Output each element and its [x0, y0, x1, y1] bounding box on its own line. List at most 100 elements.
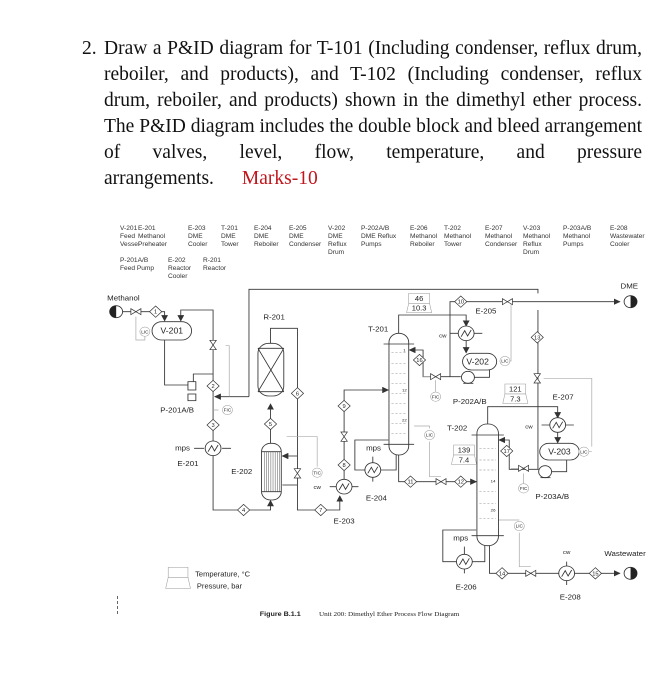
legend-description: Methanol — [563, 233, 591, 240]
e206-label: E-206 — [456, 583, 477, 592]
legend-description: Pumps — [563, 241, 584, 248]
e205-exchanger-icon — [457, 325, 475, 342]
stream-1-marker: 1 — [149, 305, 163, 318]
lic-instrument[interactable]: LIC — [424, 430, 435, 440]
e205-label: E-205 — [475, 307, 496, 316]
control-valve-icon[interactable] — [533, 373, 542, 384]
r201-label: R-201 — [263, 313, 284, 322]
control-valve-icon[interactable] — [209, 340, 217, 350]
control-valve-icon[interactable] — [435, 478, 447, 486]
lic-label: LIC — [501, 359, 509, 364]
e204-exchanger-icon — [364, 462, 382, 478]
legend-description: Drum — [523, 249, 540, 256]
control-valve-icon[interactable] — [518, 464, 529, 472]
temperature-value: 139 — [458, 446, 471, 455]
tray12-label: 12 — [402, 387, 407, 392]
legend-temperature: Temperature, °C — [195, 570, 250, 579]
pressure-value: 7.3 — [510, 395, 520, 404]
control-valve-icon[interactable] — [130, 308, 142, 316]
legend-description: DME — [188, 233, 203, 240]
stream-13-marker: 13 — [530, 331, 544, 344]
control-valve-icon[interactable] — [525, 569, 537, 577]
stream-3-marker: 3 — [206, 418, 220, 432]
dme-product-icon — [623, 295, 638, 309]
stream-number: 4 — [242, 508, 245, 514]
stream-8-marker: 8 — [337, 458, 351, 472]
cw-label: cw — [313, 485, 321, 491]
control-valve-icon[interactable] — [293, 468, 302, 479]
v203-label: V-203 — [548, 447, 571, 457]
legend-description: DME — [221, 233, 236, 240]
stream-number: 14 — [499, 571, 505, 577]
t202-column — [471, 423, 504, 547]
dme-label: DME — [621, 282, 639, 291]
lic-instrument[interactable]: LIC — [578, 446, 590, 457]
e207-exchanger-icon — [549, 417, 567, 433]
legend-description: Cooler — [610, 241, 630, 248]
stream-12-marker: 12 — [454, 475, 468, 488]
legend-tag: E-201 — [138, 225, 156, 232]
p203-pump — [538, 465, 553, 479]
question-body: Draw a P&ID diagram for T-101 (Including… — [104, 38, 642, 189]
p201-label: P-201A/B — [160, 406, 194, 415]
control-valve-icon[interactable] — [502, 298, 513, 306]
equipment — [109, 295, 638, 580]
control-valve-icon[interactable] — [430, 373, 442, 381]
fic-instrument[interactable]: FIC — [430, 391, 441, 402]
legend-description: Methanol — [523, 233, 551, 240]
control-valve-icon[interactable] — [340, 431, 348, 442]
legend-description: DME Reflux — [361, 233, 397, 240]
stream-number: 5 — [269, 422, 272, 428]
t201-column — [383, 332, 415, 456]
stream-number: 2 — [211, 384, 214, 390]
e201-exchanger-icon — [204, 440, 222, 457]
stream-number: 8 — [343, 463, 346, 469]
e203-label: E-203 — [334, 517, 355, 526]
stream-number: 6 — [296, 391, 299, 397]
stream-15-marker: 15 — [588, 567, 602, 580]
lic-instrument[interactable]: LIC — [513, 521, 525, 531]
stream-5-marker: 5 — [263, 417, 278, 431]
v202-reflux-drum — [462, 352, 498, 371]
t201-label: T-201 — [368, 325, 388, 334]
e208-label: E-208 — [560, 593, 581, 602]
pressure-legend-box — [165, 577, 191, 589]
question-number: 2. — [82, 38, 97, 59]
fic-instrument[interactable]: FIC — [222, 405, 233, 415]
lic-instrument[interactable]: LIC — [499, 356, 511, 366]
lic-instrument[interactable]: LIC — [139, 326, 151, 337]
tic-instrument[interactable]: TIC — [311, 467, 323, 478]
fic-label: FIC — [432, 394, 440, 399]
mps-label: mps — [366, 444, 381, 453]
e207-label: E-207 — [553, 393, 574, 402]
tray22-label: 22 — [402, 417, 407, 422]
stream-4-marker: 4 — [236, 503, 251, 517]
wastewater-label: Wastewater — [604, 549, 646, 558]
fic-instrument[interactable]: FIC — [518, 483, 529, 494]
v201-vessel — [151, 321, 192, 341]
wastewater-product-icon — [623, 566, 638, 580]
tray26-label: 26 — [491, 508, 496, 513]
stream-number: 16 — [416, 358, 422, 364]
stream-16-marker: 16 — [412, 353, 427, 367]
process-lines — [122, 288, 621, 585]
stream-number: 11 — [408, 480, 414, 486]
fic-label: FIC — [224, 408, 232, 413]
stream-number: 13 — [534, 335, 540, 341]
lic-label: LIC — [580, 449, 588, 454]
temperature-legend-box — [167, 567, 189, 578]
legend-description: Methanol — [485, 233, 513, 240]
legend-description: Cooler — [188, 241, 208, 248]
legend-tag: V-201 — [120, 225, 138, 232]
legend-tag: R-201 — [203, 257, 221, 264]
legend-description: Condenser — [485, 241, 518, 248]
